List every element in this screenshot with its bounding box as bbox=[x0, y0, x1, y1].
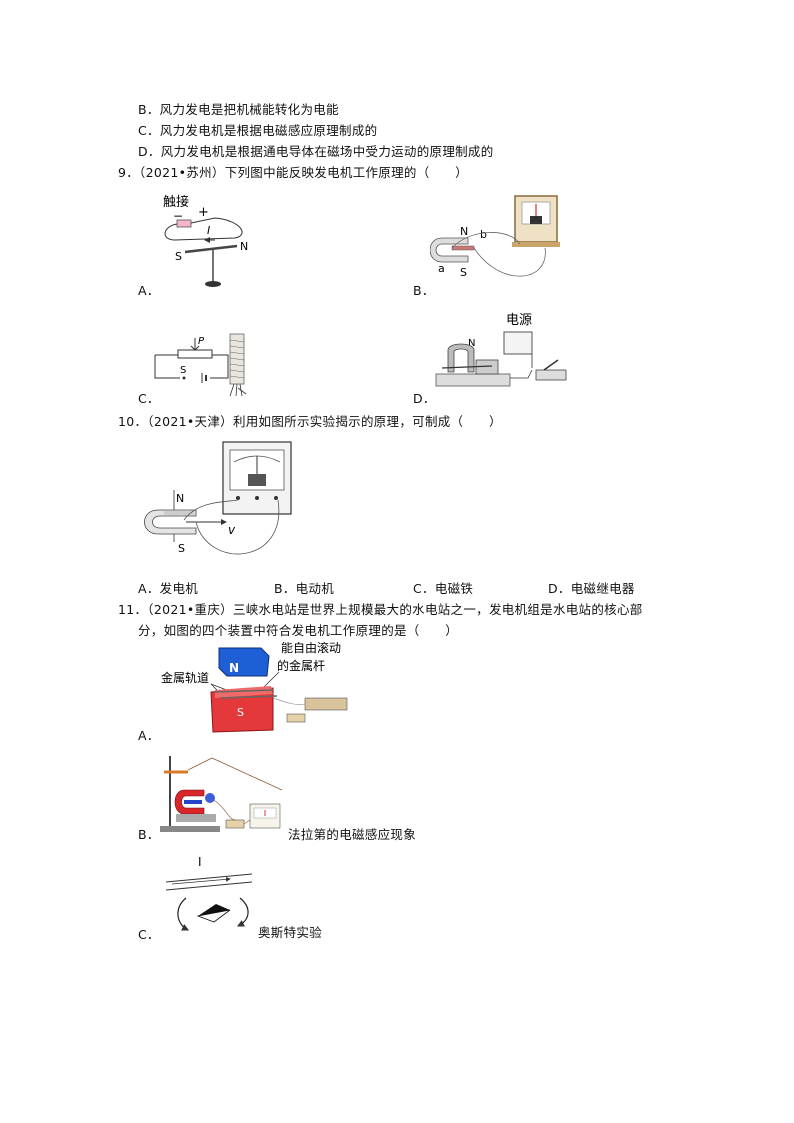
fig-b-a-label: a bbox=[438, 262, 445, 275]
fig-a-minus-label: − bbox=[173, 209, 183, 223]
q10-option-a: A．发电机 bbox=[138, 581, 199, 596]
pins-icon bbox=[229, 383, 247, 397]
compass-needle bbox=[184, 244, 238, 254]
horseshoe-magnet-icon bbox=[430, 237, 469, 263]
power-supply-icon bbox=[503, 331, 533, 355]
fig-a-touch-label: 触接 bbox=[163, 194, 189, 210]
wire bbox=[473, 247, 546, 277]
fig-c-p-label: P bbox=[198, 336, 205, 347]
fig-d-power-label: 电源 bbox=[506, 313, 532, 328]
q10-fig-north-label: N bbox=[176, 492, 184, 505]
q11-rail-label: 金属轨道 bbox=[161, 670, 209, 685]
fig-a-south-label: S bbox=[175, 250, 182, 263]
q11-figure-a: N 能自由滚动 的金属杆 金属轨道 S bbox=[161, 642, 348, 733]
wire-loop bbox=[164, 217, 243, 241]
q9-label-b: B． bbox=[413, 283, 435, 298]
horseshoe-magnet-icon bbox=[144, 509, 197, 535]
fig-c-s-label: S bbox=[180, 365, 186, 376]
fig-d-north-label: N bbox=[468, 338, 475, 349]
q9-figure-c: P S bbox=[154, 333, 247, 397]
q11-fig-south-label: S bbox=[237, 706, 244, 719]
fig-a-current-label: I bbox=[207, 224, 210, 237]
q11-figure-b bbox=[160, 756, 283, 832]
fig-b-north-label: N bbox=[460, 225, 468, 238]
q9-figure-b: N S b a bbox=[430, 195, 560, 279]
switch-icon bbox=[225, 819, 245, 829]
wire bbox=[165, 873, 253, 883]
q9-label-c: C． bbox=[138, 391, 160, 406]
rheostat-icon bbox=[177, 349, 213, 359]
base-board bbox=[435, 373, 511, 387]
q11-label-c: C． bbox=[138, 927, 160, 942]
q11-stem-line2: 分，如图的四个装置中符合发电机工作原理的是（ ） bbox=[138, 623, 459, 638]
q10-fig-v-label: v bbox=[228, 523, 236, 537]
q9-figure-a: 触接 − + I N S bbox=[163, 194, 248, 287]
q11-caption-c: 奥斯特实验 bbox=[258, 925, 323, 940]
needle-stand bbox=[205, 281, 221, 287]
q11-figure-c: I bbox=[165, 855, 253, 931]
q8-option-c: C．风力发电机是根据电磁感应原理制成的 bbox=[138, 123, 378, 138]
compass-needle-icon bbox=[198, 904, 230, 916]
q9-stem: 9．（2021•苏州）下列图中能反映发电机工作原理的（ ） bbox=[118, 165, 468, 180]
q11-fig-c-current-label: I bbox=[198, 855, 202, 869]
q11-stem-line1: 11．（2021•重庆）三峡水电站是世界上规模最大的水电站之一，发电机组是水电站… bbox=[118, 602, 643, 617]
fig-b-south-label: S bbox=[460, 266, 467, 279]
q11-rod-label-line1: 能自由滚动 bbox=[281, 642, 341, 655]
q10-fig-south-label: S bbox=[178, 542, 185, 555]
q10-option-b: B．电动机 bbox=[274, 581, 335, 596]
q11-caption-b: 法拉第的电磁感应现象 bbox=[288, 827, 417, 842]
q8-option-b: B．风力发电是把机械能转化为电能 bbox=[138, 102, 339, 117]
wire bbox=[195, 499, 280, 555]
q10-stem: 10．（2021•天津）利用如图所示实验揭示的原理，可制成（ ） bbox=[118, 414, 502, 429]
fig-a-north-label: N bbox=[240, 240, 248, 253]
horseshoe-magnet-icon bbox=[447, 343, 475, 373]
q11-rod-label-line2: 的金属杆 bbox=[277, 658, 325, 673]
galvanometer-icon bbox=[304, 697, 348, 711]
q11-fig-north-label: N bbox=[229, 661, 239, 675]
q11-label-a: A． bbox=[138, 728, 160, 743]
q10-option-d: D．电磁继电器 bbox=[548, 581, 635, 596]
q9-figure-d: 电源 N bbox=[435, 313, 567, 387]
north-pole-magnet bbox=[218, 647, 270, 677]
horseshoe-magnet-icon bbox=[174, 789, 205, 815]
q10-figure: N S v bbox=[144, 441, 292, 555]
fig-a-plus-label: + bbox=[198, 205, 209, 220]
switch-icon bbox=[535, 369, 567, 381]
fig-b-b-label: b bbox=[480, 228, 487, 241]
q11-label-b: B． bbox=[138, 827, 160, 842]
q8-option-d: D．风力发电机是根据通电导体在磁场中受力运动的原理制成的 bbox=[138, 144, 494, 159]
switch-icon bbox=[286, 713, 306, 723]
battery-icon bbox=[176, 219, 192, 228]
q9-label-a: A． bbox=[138, 283, 160, 298]
q10-option-c: C．电磁铁 bbox=[413, 581, 474, 596]
q9-label-d: D． bbox=[413, 391, 436, 406]
